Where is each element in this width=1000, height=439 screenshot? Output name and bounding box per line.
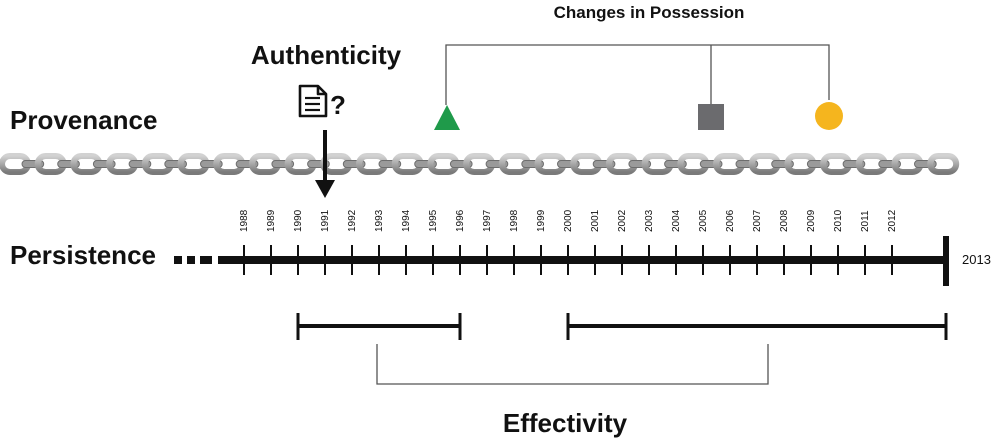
effectivity-interval-1 xyxy=(296,313,462,340)
timeline-lead-dashes xyxy=(174,256,212,264)
year-label: 2000 xyxy=(563,209,574,232)
year-label: 1999 xyxy=(536,209,547,232)
changes-in-possession-label: Changes in Possession xyxy=(554,3,745,22)
year-label: 1995 xyxy=(428,209,439,232)
possession-circle-marker xyxy=(815,102,843,130)
year-label: 2002 xyxy=(617,209,628,232)
year-label: 2010 xyxy=(833,209,844,232)
down-arrow-icon xyxy=(315,130,335,198)
year-label: 1991 xyxy=(320,209,331,232)
year-label: 1997 xyxy=(482,209,493,232)
possession-bracket xyxy=(445,44,830,105)
provenance-label: Provenance xyxy=(10,105,157,135)
possession-triangle-marker xyxy=(434,105,460,130)
document-icon xyxy=(298,84,328,118)
year-label: 1988 xyxy=(239,209,250,232)
year-label: 2001 xyxy=(590,209,601,232)
effectivity-label: Effectivity xyxy=(503,408,628,438)
year-label: 2011 xyxy=(860,210,871,232)
year-label: 1994 xyxy=(401,209,412,232)
chain-link xyxy=(927,153,960,175)
year-label: 2012 xyxy=(887,209,898,232)
timeline-end-year: 2013 xyxy=(962,252,991,267)
year-label: 1989 xyxy=(266,209,277,232)
year-label: 2009 xyxy=(806,209,817,232)
authenticity-label: Authenticity xyxy=(251,40,402,70)
year-label: 2003 xyxy=(644,209,655,232)
possession-square-marker xyxy=(698,104,724,130)
authenticity-question-mark: ? xyxy=(330,90,346,120)
persistence-label: Persistence xyxy=(10,240,156,270)
year-label: 2007 xyxy=(752,209,763,232)
year-label: 1993 xyxy=(374,209,385,232)
year-label: 2006 xyxy=(725,209,736,232)
provenance-chain xyxy=(0,153,960,175)
year-label: 1990 xyxy=(293,209,304,232)
year-label: 1992 xyxy=(347,209,358,232)
effectivity-bracket xyxy=(376,344,769,385)
year-label: 2004 xyxy=(671,209,682,232)
year-label: 1998 xyxy=(509,209,520,232)
year-label: 2008 xyxy=(779,209,790,232)
effectivity-interval-2 xyxy=(566,313,948,340)
timeline-ticks xyxy=(243,245,893,275)
timeline-year-labels: 1988 1989 1990 1991 1992 1993 1994 1995 1996 1997… xyxy=(239,209,898,232)
year-label: 2005 xyxy=(698,209,709,232)
year-label: 1996 xyxy=(455,209,466,232)
